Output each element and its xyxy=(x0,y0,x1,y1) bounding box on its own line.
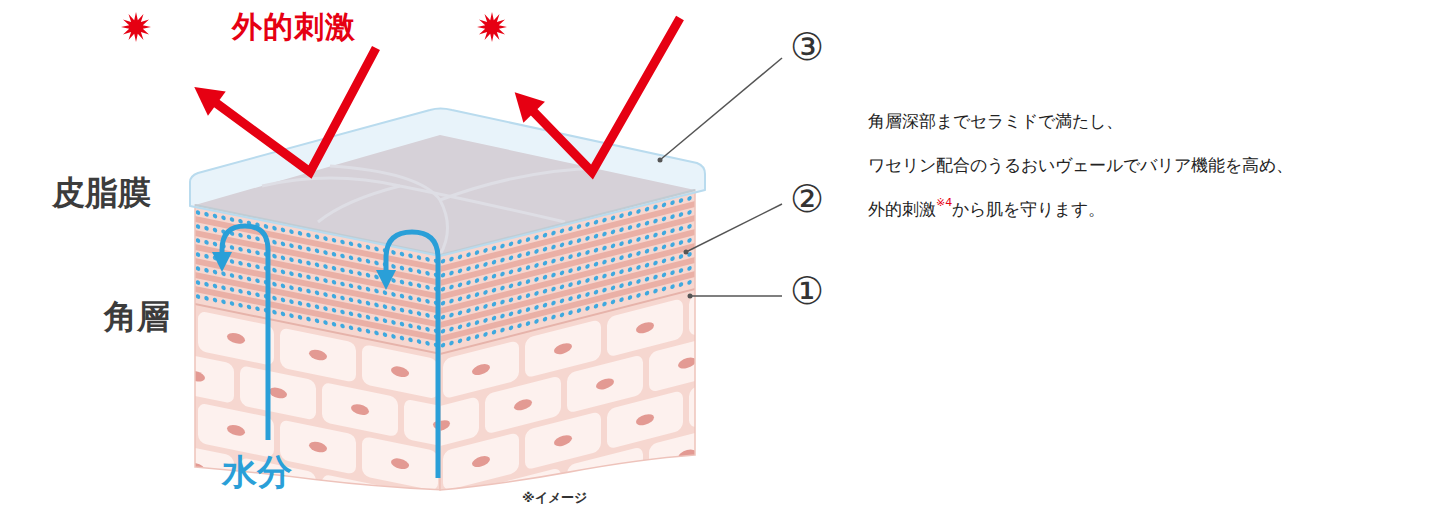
cell-nucleus xyxy=(636,320,654,335)
skin-cell xyxy=(649,333,725,392)
starburst xyxy=(477,12,507,42)
text-holder: ② xyxy=(790,178,824,222)
callout-number: ③ xyxy=(790,26,824,70)
cell-nucleus xyxy=(187,369,205,383)
text-holder: ③ xyxy=(790,26,824,70)
text-holder: 角層 xyxy=(104,298,170,336)
text-holder: 角層深部までセラミドで満たし、 xyxy=(868,112,1123,132)
cell-nucleus xyxy=(227,424,245,438)
cell-nucleus xyxy=(351,403,369,417)
description-line: ワセリン配合のうるおいヴェールでバリア機能を高め、 xyxy=(868,156,1293,176)
cell-nucleus xyxy=(391,365,409,379)
skin-cell xyxy=(322,382,398,437)
cell-nucleus xyxy=(718,300,736,315)
cell-nucleus xyxy=(391,457,409,471)
cell-nucleus xyxy=(636,412,654,427)
stimulus-title: 外的刺激 xyxy=(232,10,356,45)
text-holder: ① xyxy=(790,270,824,314)
text-row: 外的刺激※4から肌を守ります。 xyxy=(868,200,1105,220)
text-holder: 皮脂膜 xyxy=(52,174,151,212)
text-holder: 外的刺激 xyxy=(232,10,356,45)
skin-cell xyxy=(158,348,234,403)
description-text: から肌を守ります。 xyxy=(952,200,1105,220)
skin-cell xyxy=(362,344,438,399)
starburst xyxy=(121,12,151,42)
cell-nucleus xyxy=(718,392,736,407)
cell-nucleus xyxy=(472,454,490,469)
footnote-mark: ※4 xyxy=(936,197,952,210)
skin-cell xyxy=(280,327,356,382)
text-holder: 水分 xyxy=(222,452,292,492)
cell-nucleus xyxy=(227,332,245,346)
cell-nucleus xyxy=(351,495,369,509)
leader-line xyxy=(660,58,782,160)
layer-name: 角層 xyxy=(104,298,170,336)
cell-nucleus xyxy=(514,398,532,413)
skin-cell xyxy=(404,491,480,522)
text-holder: ※イメージ xyxy=(522,487,587,506)
stimulus-arrow xyxy=(530,18,680,172)
layer-name: 皮脂膜 xyxy=(52,174,151,212)
cell-nucleus xyxy=(596,469,614,484)
callout-number: ② xyxy=(790,178,824,222)
cell-nucleus xyxy=(554,341,572,356)
ceramide-dots xyxy=(198,255,440,304)
ceramide-dots xyxy=(198,269,440,318)
leader-line xyxy=(686,204,782,252)
cell-nucleus xyxy=(309,440,327,454)
skin-cell xyxy=(403,488,479,522)
description-text: 外的刺激 xyxy=(868,200,936,220)
callout-number: ① xyxy=(790,270,824,314)
cell-nucleus xyxy=(678,356,696,371)
cell-nucleus xyxy=(432,418,450,433)
sebum-film xyxy=(190,109,705,257)
cell-nucleus xyxy=(554,433,572,448)
cell-nucleus xyxy=(309,348,327,362)
skin-cell xyxy=(198,403,274,458)
stimulus-arrow xyxy=(212,48,376,172)
image-note: ※イメージ xyxy=(522,491,587,506)
ceramide-dots xyxy=(443,239,695,303)
moisture-label: 水分 xyxy=(222,452,292,492)
skin-cell xyxy=(240,365,316,420)
description-line: 角層深部までセラミドで満たし、 xyxy=(868,112,1123,132)
cell-nucleus xyxy=(269,386,287,400)
skin-cell xyxy=(198,311,274,366)
cell-nucleus xyxy=(472,362,490,377)
moisture-arrow xyxy=(386,232,438,478)
text-holder: ワセリン配合のうるおいヴェールでバリア機能を高め、 xyxy=(868,156,1293,176)
leader-line xyxy=(690,295,782,297)
skin-cell xyxy=(689,369,765,428)
cell-nucleus xyxy=(596,377,614,392)
cell-nucleus xyxy=(432,510,450,522)
skin-cell xyxy=(689,277,765,336)
skin-cell xyxy=(362,436,438,491)
moisture-arrow xyxy=(222,226,268,440)
cell-nucleus xyxy=(433,511,451,522)
